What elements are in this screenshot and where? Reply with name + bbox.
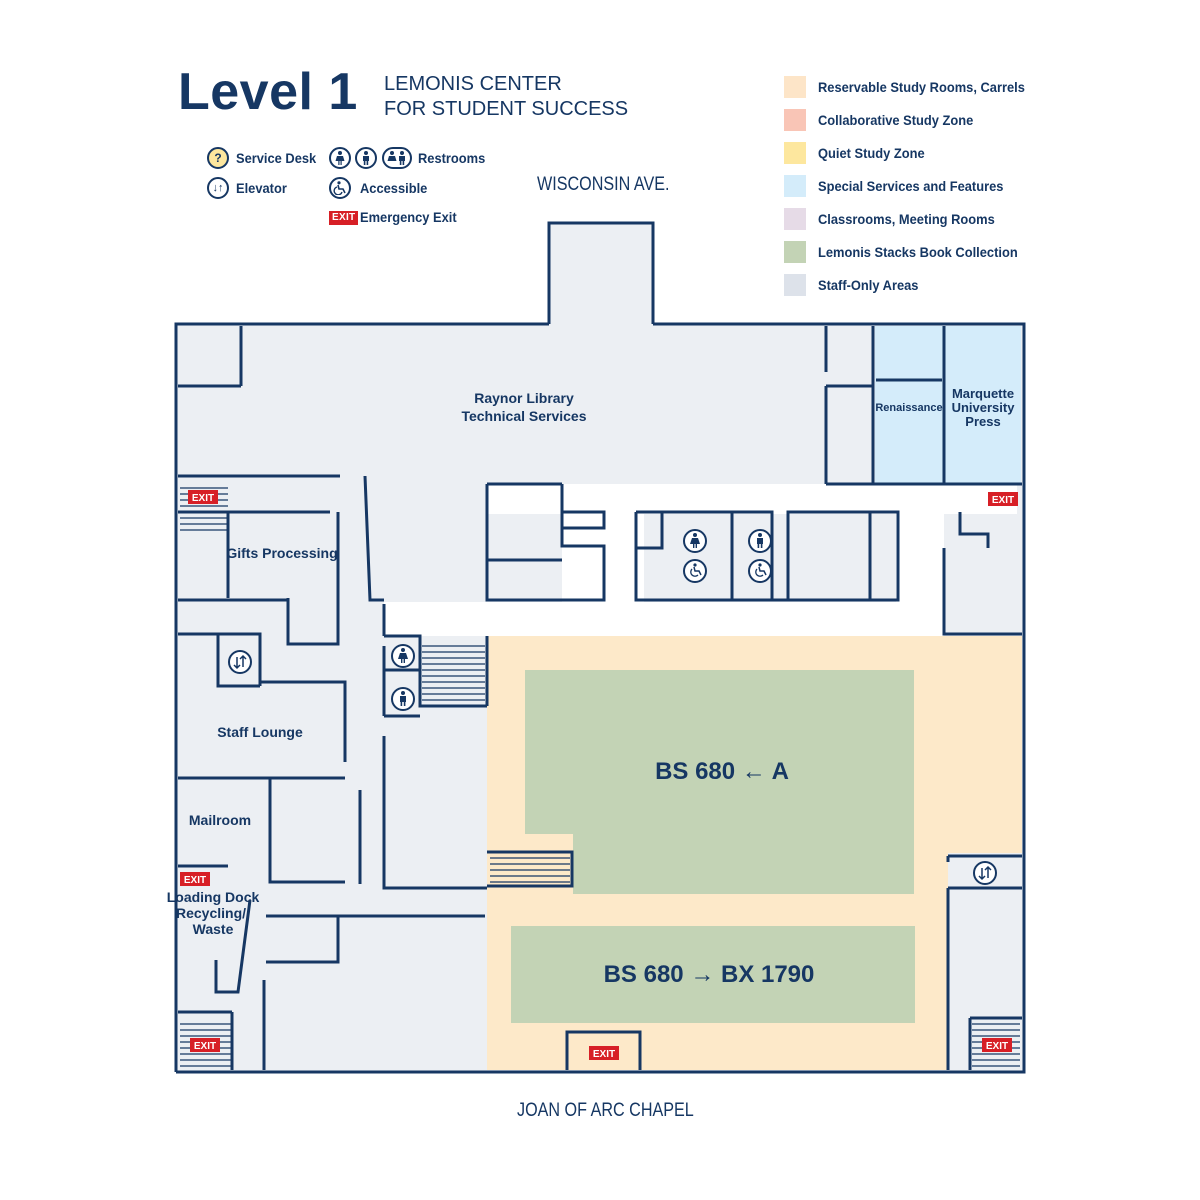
elevator-icons [228, 650, 997, 885]
zone-swatch-staff [784, 274, 806, 296]
exit-sign-icon: EXIT [982, 1038, 1012, 1052]
zone-label-stacks: Lemonis Stacks Book Collection [818, 244, 1018, 260]
floor-fills [176, 223, 1024, 1072]
street-south-label: JOAN OF ARC CHAPEL [517, 1100, 694, 1121]
exit-sign-text: EXIT [593, 1049, 615, 1060]
restroom-men-icon [355, 147, 377, 169]
building-name: LEMONIS CENTER FOR STUDENT SUCCESS [384, 72, 628, 122]
zone-label-staff: Staff-Only Areas [818, 277, 919, 293]
zone-swatch-collaborative [784, 109, 806, 131]
zone-swatch-classrooms [784, 208, 806, 230]
zone-swatch-special [784, 175, 806, 197]
icon-legend: ? Service Desk ↓↑ Elevator Restrooms Acc… [207, 145, 507, 235]
loading-label-line2: Recycling/ [176, 905, 246, 921]
zone-swatch-reservable [784, 76, 806, 98]
restroom-women-icon [391, 644, 415, 668]
exit-sign-icon: EXIT [188, 490, 218, 504]
zone-label-collaborative: Collaborative Study Zone [818, 112, 974, 128]
exit-sign-icon: EXIT [190, 1038, 220, 1052]
mailroom-label: Mailroom [189, 812, 251, 828]
exit-sign-text: EXIT [192, 493, 214, 504]
service-desk-label: Service Desk [236, 150, 317, 166]
restroom-men-icon [391, 687, 415, 711]
accessible-icon [748, 559, 772, 583]
zone-label-classrooms: Classrooms, Meeting Rooms [818, 211, 995, 227]
raynor-label-line1: Raynor Library [474, 390, 574, 406]
emergency-exit-label: Emergency Exit [360, 209, 457, 225]
accessible-icon [329, 177, 351, 199]
exit-sign-icon: EXIT [329, 211, 359, 225]
building-name-line2: FOR STUDENT SUCCESS [384, 98, 629, 120]
exit-sign-icon: EXIT [180, 872, 210, 886]
elevator-icon [228, 650, 252, 674]
restroom-women-icon [329, 147, 351, 169]
staff-lounge-label: Staff Lounge [217, 724, 303, 740]
renaissance-label: Renaissance [875, 402, 942, 414]
exit-signs: EXIT EXIT EXIT EXIT EXIT EXIT [180, 490, 1018, 1060]
restrooms-label: Restrooms [418, 150, 486, 166]
building-name-line1: LEMONIS CENTER [384, 73, 562, 95]
elevator-icon [973, 861, 997, 885]
stacks-b-label: BS 680 → BX 1790 [604, 961, 815, 988]
page-title: Level 1 [178, 63, 358, 121]
raynor-label-line2: Technical Services [461, 408, 586, 424]
exit-sign-text: EXIT [184, 875, 206, 886]
exit-sign-text: EXIT [992, 495, 1014, 506]
stacks-a-label: BS 680 ← A [655, 758, 789, 785]
zone-label-quiet: Quiet Study Zone [818, 145, 925, 161]
exit-sign-icon: EXIT [589, 1046, 619, 1060]
floor-walls [174, 221, 1026, 1074]
zone-swatch-stacks [784, 241, 806, 263]
room-labels: Raynor Library Technical Services Renais… [167, 386, 1015, 988]
loading-label-line1: Loading Dock [167, 889, 260, 905]
elevator-label: Elevator [236, 180, 287, 196]
press-label-line2: University [952, 400, 1016, 415]
accessible-icon [683, 559, 707, 583]
exit-sign-text: EXIT [986, 1041, 1008, 1052]
service-desk-icon: ? [207, 147, 229, 169]
restroom-family-icon [382, 147, 412, 169]
restroom-icons [391, 529, 772, 711]
gifts-label: Gifts Processing [226, 545, 337, 561]
restroom-women-icon [683, 529, 707, 553]
exit-sign-icon: EXIT [988, 492, 1018, 506]
zone-swatch-quiet [784, 142, 806, 164]
zone-legend: Reservable Study Rooms, Carrels Collabor… [784, 76, 1084, 306]
zone-label-special: Special Services and Features [818, 178, 1004, 194]
elevator-icon: ↓↑ [207, 177, 229, 199]
press-label-line1: Marquette [952, 386, 1014, 401]
press-label-line3: Press [965, 414, 1000, 429]
accessible-label: Accessible [360, 180, 428, 196]
exit-sign-text: EXIT [194, 1041, 216, 1052]
zone-label-reservable: Reservable Study Rooms, Carrels [818, 79, 1025, 95]
loading-label-line3: Waste [193, 921, 234, 937]
restroom-men-icon [748, 529, 772, 553]
street-north-label: WISCONSIN AVE. [537, 174, 670, 195]
